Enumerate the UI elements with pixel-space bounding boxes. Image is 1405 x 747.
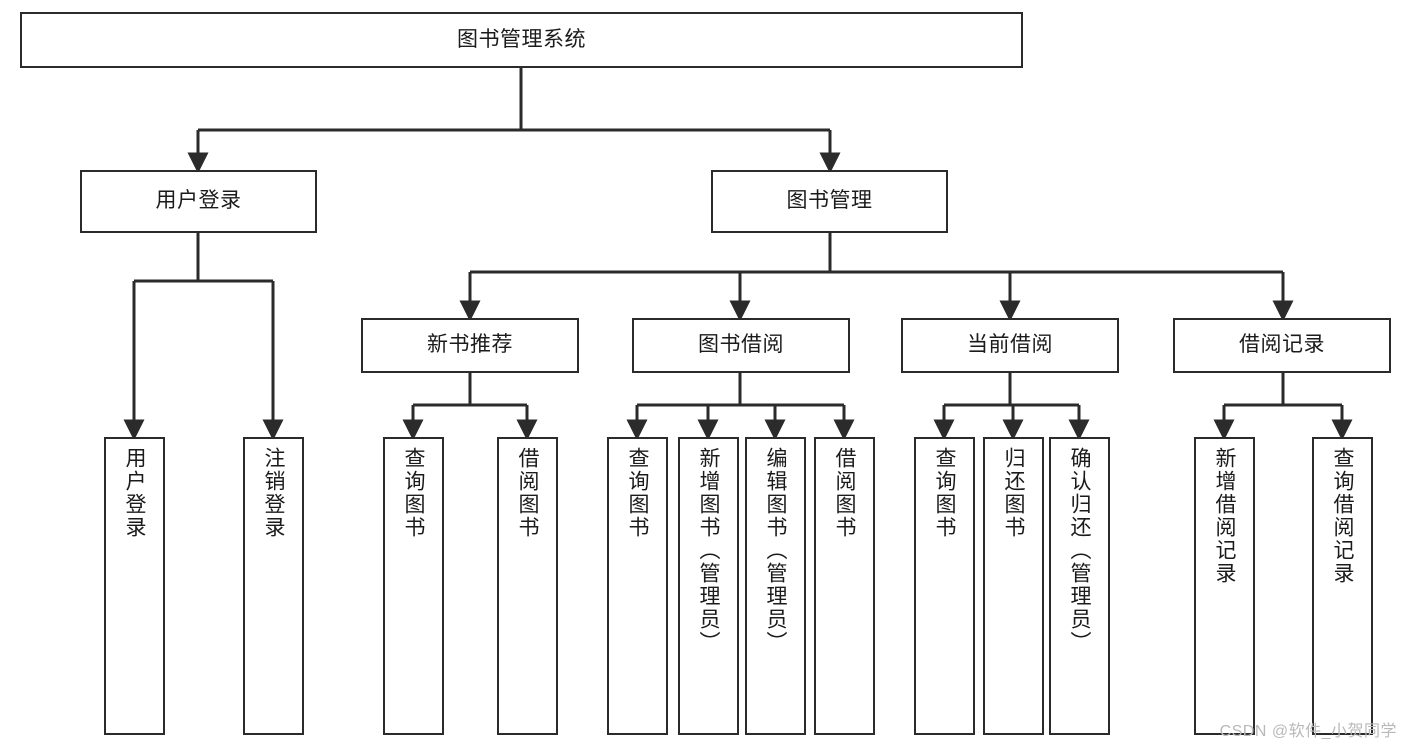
node-leaf-query-book-2-label: 查询图书 bbox=[626, 447, 649, 539]
node-current-borrow[interactable]: 当前借阅 bbox=[901, 318, 1119, 373]
node-book-borrow[interactable]: 图书借阅 bbox=[632, 318, 850, 373]
node-borrow-record-label: 借阅记录 bbox=[1239, 333, 1325, 357]
node-leaf-return-book[interactable]: 归还图书 bbox=[983, 437, 1044, 735]
node-leaf-borrow-book-1[interactable]: 借阅图书 bbox=[497, 437, 558, 735]
node-leaf-edit-book-label: 编辑图书（管理员） bbox=[764, 447, 787, 654]
node-leaf-user-login[interactable]: 用户登录 bbox=[104, 437, 165, 735]
node-leaf-query-record-label: 查询借阅记录 bbox=[1331, 447, 1354, 585]
node-user-login[interactable]: 用户登录 bbox=[80, 170, 317, 233]
node-leaf-borrow-book-2-label: 借阅图书 bbox=[833, 447, 856, 539]
node-root[interactable]: 图书管理系统 bbox=[20, 12, 1023, 68]
node-leaf-query-book-1-label: 查询图书 bbox=[402, 447, 425, 539]
node-leaf-logout-login-label: 注销登录 bbox=[262, 447, 285, 539]
node-leaf-confirm-return[interactable]: 确认归还（管理员） bbox=[1049, 437, 1110, 735]
node-leaf-user-login-label: 用户登录 bbox=[123, 447, 146, 539]
node-user-login-label: 用户登录 bbox=[155, 189, 242, 213]
node-current-borrow-label: 当前借阅 bbox=[967, 333, 1053, 357]
node-leaf-edit-book[interactable]: 编辑图书（管理员） bbox=[745, 437, 806, 735]
node-leaf-add-record[interactable]: 新增借阅记录 bbox=[1194, 437, 1255, 735]
node-leaf-query-book-2[interactable]: 查询图书 bbox=[607, 437, 668, 735]
node-leaf-query-book-1[interactable]: 查询图书 bbox=[383, 437, 444, 735]
node-leaf-query-book-3[interactable]: 查询图书 bbox=[914, 437, 975, 735]
node-leaf-logout-login[interactable]: 注销登录 bbox=[243, 437, 304, 735]
node-leaf-borrow-book-2[interactable]: 借阅图书 bbox=[814, 437, 875, 735]
node-leaf-return-book-label: 归还图书 bbox=[1002, 447, 1025, 539]
node-book-management[interactable]: 图书管理 bbox=[711, 170, 948, 233]
node-leaf-add-record-label: 新增借阅记录 bbox=[1213, 447, 1236, 585]
node-new-book-recommend-label: 新书推荐 bbox=[427, 333, 513, 357]
node-book-management-label: 图书管理 bbox=[786, 189, 873, 213]
node-leaf-borrow-book-1-label: 借阅图书 bbox=[516, 447, 539, 539]
node-leaf-query-record[interactable]: 查询借阅记录 bbox=[1312, 437, 1373, 735]
node-leaf-add-book-label: 新增图书（管理员） bbox=[697, 447, 720, 654]
node-borrow-record[interactable]: 借阅记录 bbox=[1173, 318, 1391, 373]
node-new-book-recommend[interactable]: 新书推荐 bbox=[361, 318, 579, 373]
node-leaf-confirm-return-label: 确认归还（管理员） bbox=[1068, 447, 1091, 654]
node-root-label: 图书管理系统 bbox=[457, 27, 586, 51]
node-leaf-add-book[interactable]: 新增图书（管理员） bbox=[678, 437, 739, 735]
node-book-borrow-label: 图书借阅 bbox=[698, 333, 784, 357]
node-leaf-query-book-3-label: 查询图书 bbox=[933, 447, 956, 539]
